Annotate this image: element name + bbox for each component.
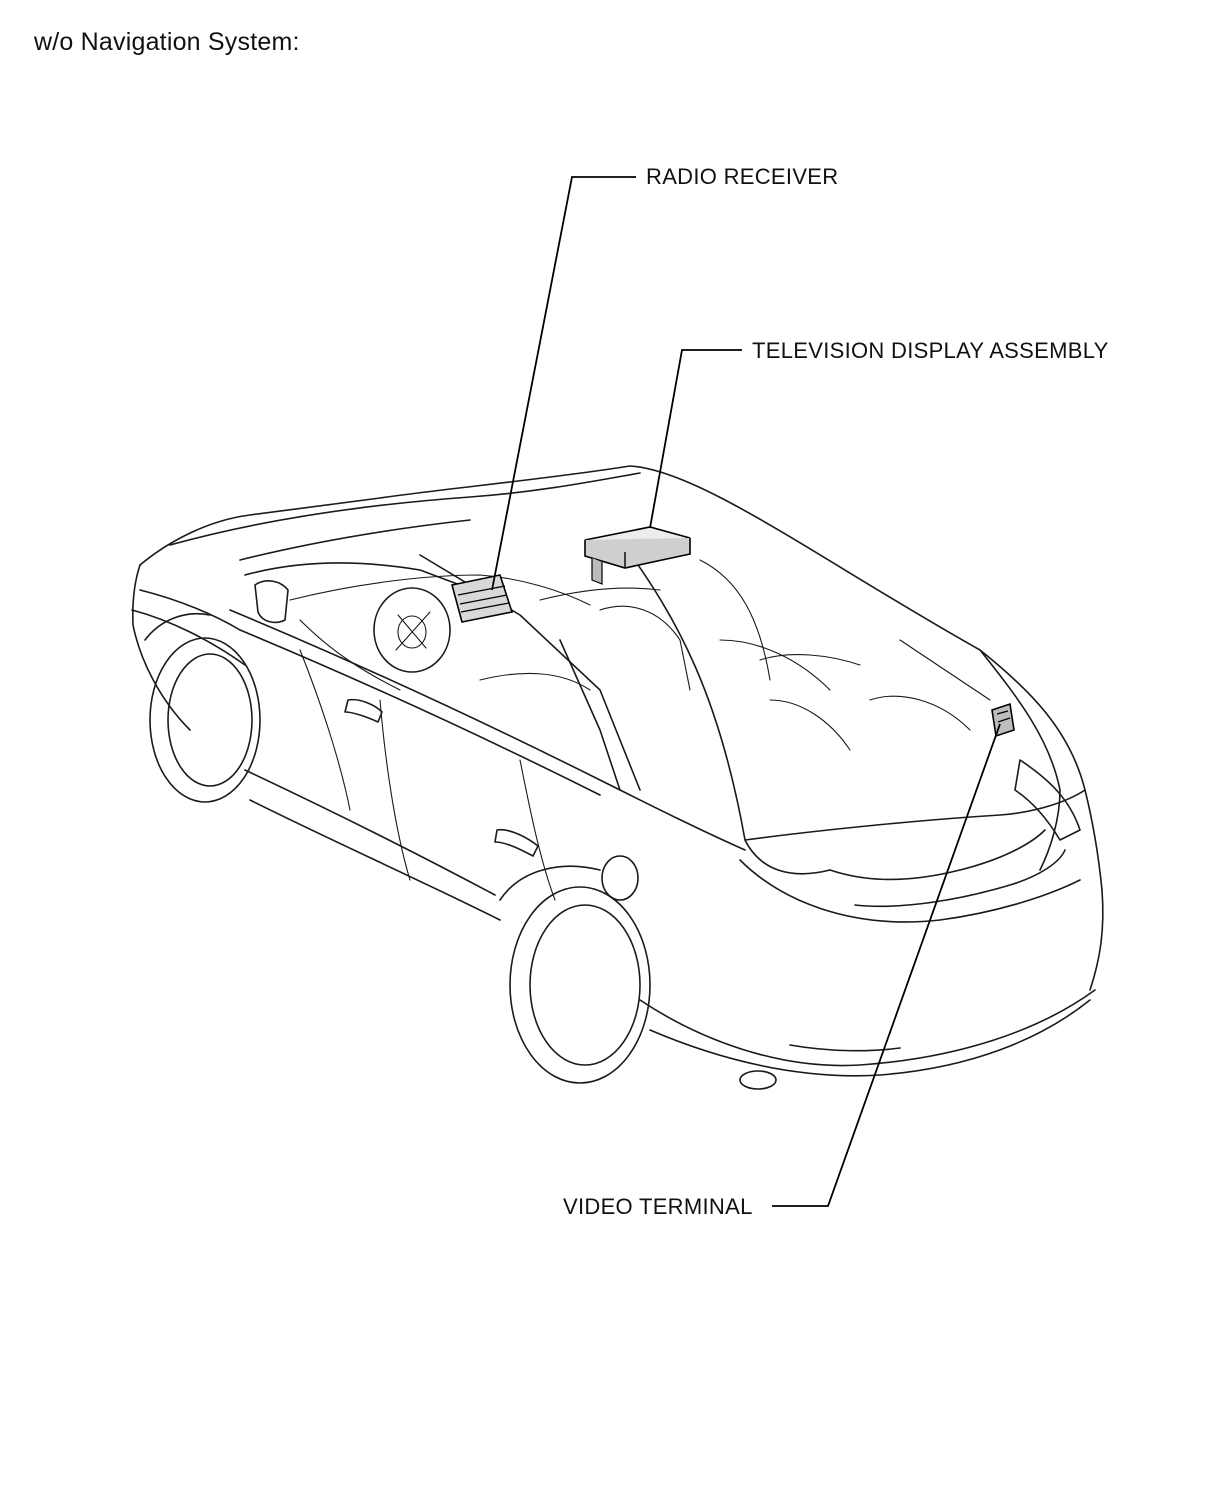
radio-receiver-leader — [491, 176, 636, 591]
callout-radio-receiver-label: RADIO RECEIVER — [646, 164, 839, 189]
television-display-leader — [649, 349, 742, 529]
leader-lines — [491, 176, 1001, 1207]
callout-video-terminal-label: VIDEO TERMINAL — [563, 1194, 753, 1219]
vehicle-illustration — [131, 465, 1104, 1090]
radio-receiver-unit — [451, 574, 514, 623]
page-title: w/o Navigation System: — [34, 28, 300, 56]
video-terminal-leader — [772, 723, 1001, 1207]
video-terminal-unit — [991, 702, 1015, 738]
television-display-unit — [584, 526, 691, 585]
callout-television-display-assembly-label: TELEVISION DISPLAY ASSEMBLY — [752, 338, 1109, 363]
